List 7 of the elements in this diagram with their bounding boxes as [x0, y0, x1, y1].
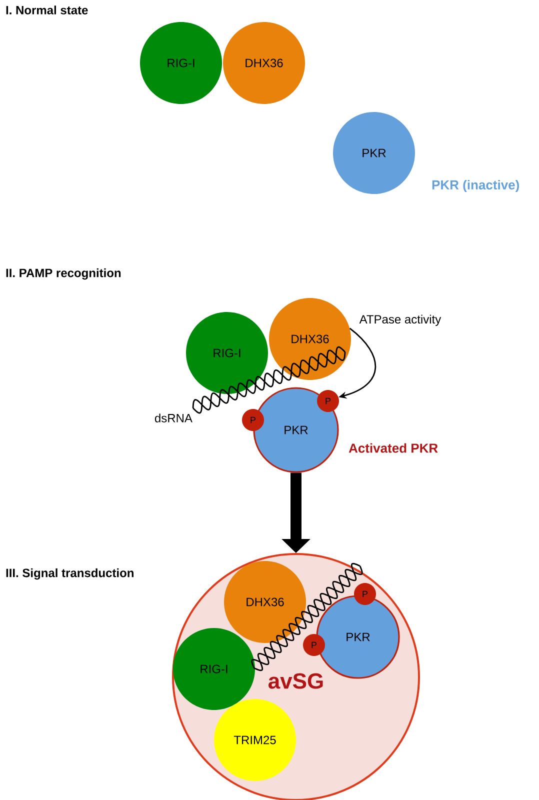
section-heading: I. Normal state — [6, 6, 88, 14]
state-label: Activated PKR — [348, 443, 438, 453]
edge-label: ATPase activity — [359, 314, 442, 326]
strand-label: dsRNA — [154, 414, 192, 422]
section-heading: III. Signal transduction — [6, 568, 134, 580]
state-label: PKR (inactive) — [432, 180, 519, 192]
section-heading: II. PAMP recognition — [6, 268, 121, 280]
